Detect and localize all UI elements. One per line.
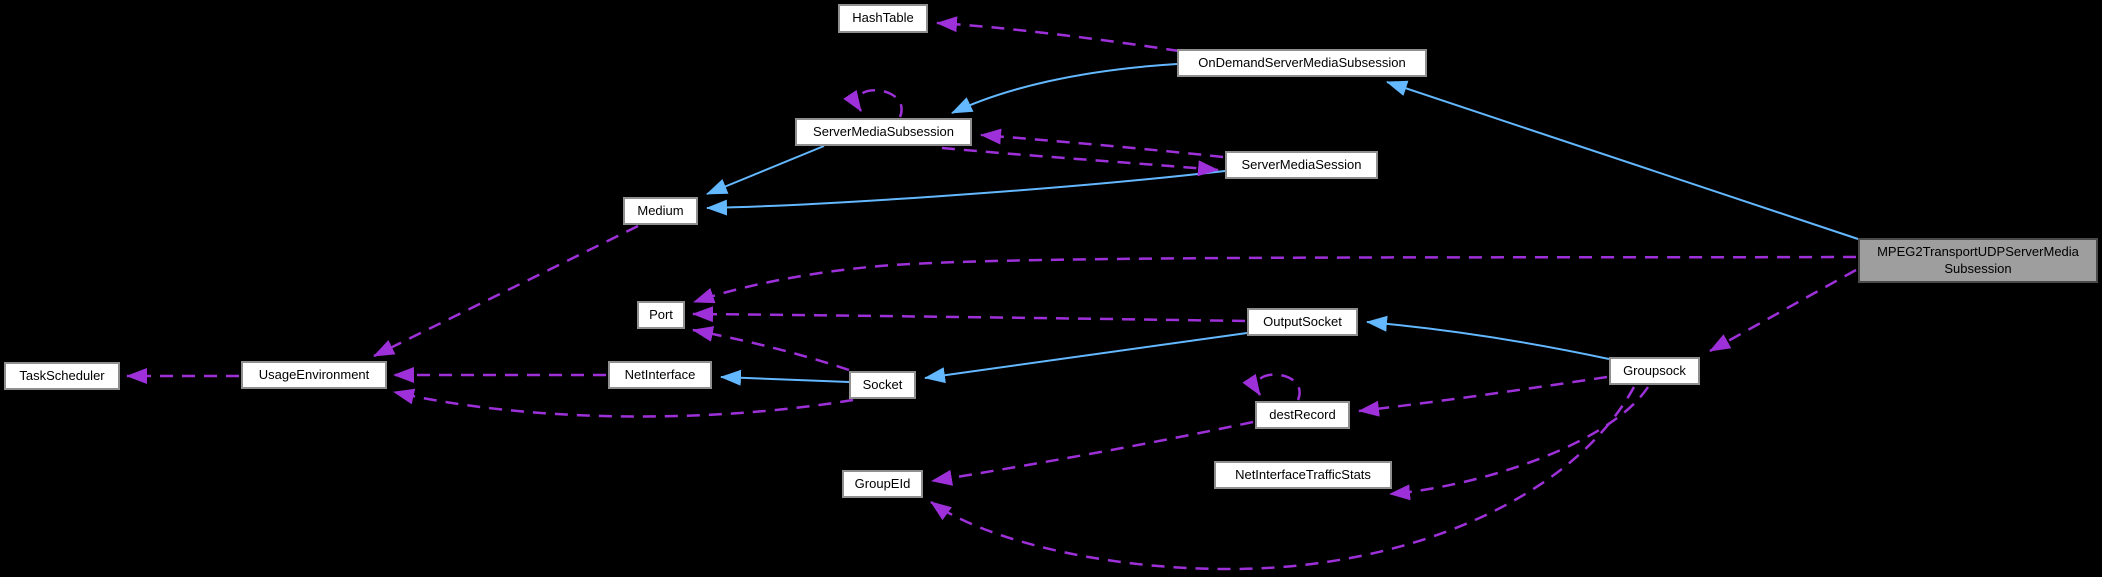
edge-groupsock-uses-groupeid	[930, 386, 1636, 571]
node-destrecord[interactable]: destRecord	[1255, 401, 1350, 429]
edge-groupsock-inherits-outputsocket	[1366, 315, 1610, 360]
edge-destrecord-self-loop	[1242, 373, 1301, 401]
node-ondemandservermediasubsession[interactable]: OnDemandServerMediaSubsession	[1177, 49, 1427, 77]
node-label: Socket	[862, 376, 903, 392]
node-mpeg2transportudpservermediasubsession[interactable]: MPEG2TransportUDPServerMedia Subsession	[1858, 238, 2098, 283]
node-groupeid[interactable]: GroupEId	[842, 470, 923, 498]
node-label: OnDemandServerMediaSubsession	[1198, 54, 1406, 70]
edge-socket-uses-port	[692, 326, 850, 372]
node-usageenvironment[interactable]: UsageEnvironment	[241, 361, 387, 389]
edge-mpeg2-uses-port	[693, 255, 1857, 304]
node-label: HashTable	[852, 10, 914, 26]
node-label: MPEG2TransportUDPServerMedia Subsession	[1877, 243, 2079, 276]
node-hashtable[interactable]: HashTable	[838, 4, 928, 33]
edge-groupsock-uses-destrecord	[1358, 375, 1608, 417]
edge-servermediasubsession-inherits-medium	[706, 145, 825, 195]
node-label: GroupEId	[854, 475, 911, 491]
edge-servermediasubsession-self-loop	[843, 89, 903, 118]
edge-servermediasession-inherits-medium	[706, 170, 1226, 216]
node-label: Port	[649, 306, 673, 322]
node-taskscheduler[interactable]: TaskScheduler	[4, 362, 120, 390]
node-label: NetInterfaceTrafficStats	[1235, 466, 1371, 482]
edge-ondemand-uses-hashtable	[936, 16, 1180, 53]
node-label: ServerMediaSubsession	[813, 123, 954, 139]
edge-socket-inherits-netinterface	[720, 369, 850, 386]
node-servermediasubsession[interactable]: ServerMediaSubsession	[795, 118, 972, 146]
node-label: UsageEnvironment	[258, 366, 370, 382]
node-port[interactable]: Port	[637, 301, 685, 329]
edge-outputsocket-inherits-socket	[924, 332, 1248, 384]
node-medium[interactable]: Medium	[623, 197, 698, 225]
node-socket[interactable]: Socket	[849, 371, 916, 399]
edge-destrecord-uses-groupeid	[931, 420, 1254, 486]
edge-medium-uses-usageenvironment	[373, 224, 639, 358]
node-netinterfacetrafficstats[interactable]: NetInterfaceTrafficStats	[1214, 461, 1392, 489]
edge-mpeg2-inherits-ondemand	[1386, 80, 1859, 240]
edge-mpeg2-uses-groupsock	[1709, 268, 1857, 353]
node-label: NetInterface	[624, 366, 696, 382]
node-label: Medium	[637, 202, 684, 218]
edge-socket-uses-usageenvironment	[393, 388, 854, 418]
node-label: ServerMediaSession	[1241, 156, 1362, 172]
node-outputsocket[interactable]: OutputSocket	[1247, 308, 1358, 336]
node-groupsock[interactable]: Groupsock	[1609, 357, 1700, 385]
node-netinterface[interactable]: NetInterface	[608, 361, 712, 389]
node-label: TaskScheduler	[19, 367, 105, 383]
node-servermediasession[interactable]: ServerMediaSession	[1225, 151, 1378, 179]
node-label: OutputSocket	[1263, 313, 1342, 329]
node-label: Groupsock	[1623, 362, 1686, 378]
edge-servermediasubsession-uses-servermediasession	[941, 146, 1219, 177]
edge-outputsocket-uses-port	[692, 306, 1246, 323]
node-label: destRecord	[1269, 406, 1336, 422]
edge-servermediasession-uses-servermediasubsession	[980, 128, 1224, 159]
edge-groupsock-uses-netinterfacetrafficstats	[1389, 386, 1650, 501]
edge-ondemand-inherits-servermediasubsession	[951, 63, 1178, 114]
